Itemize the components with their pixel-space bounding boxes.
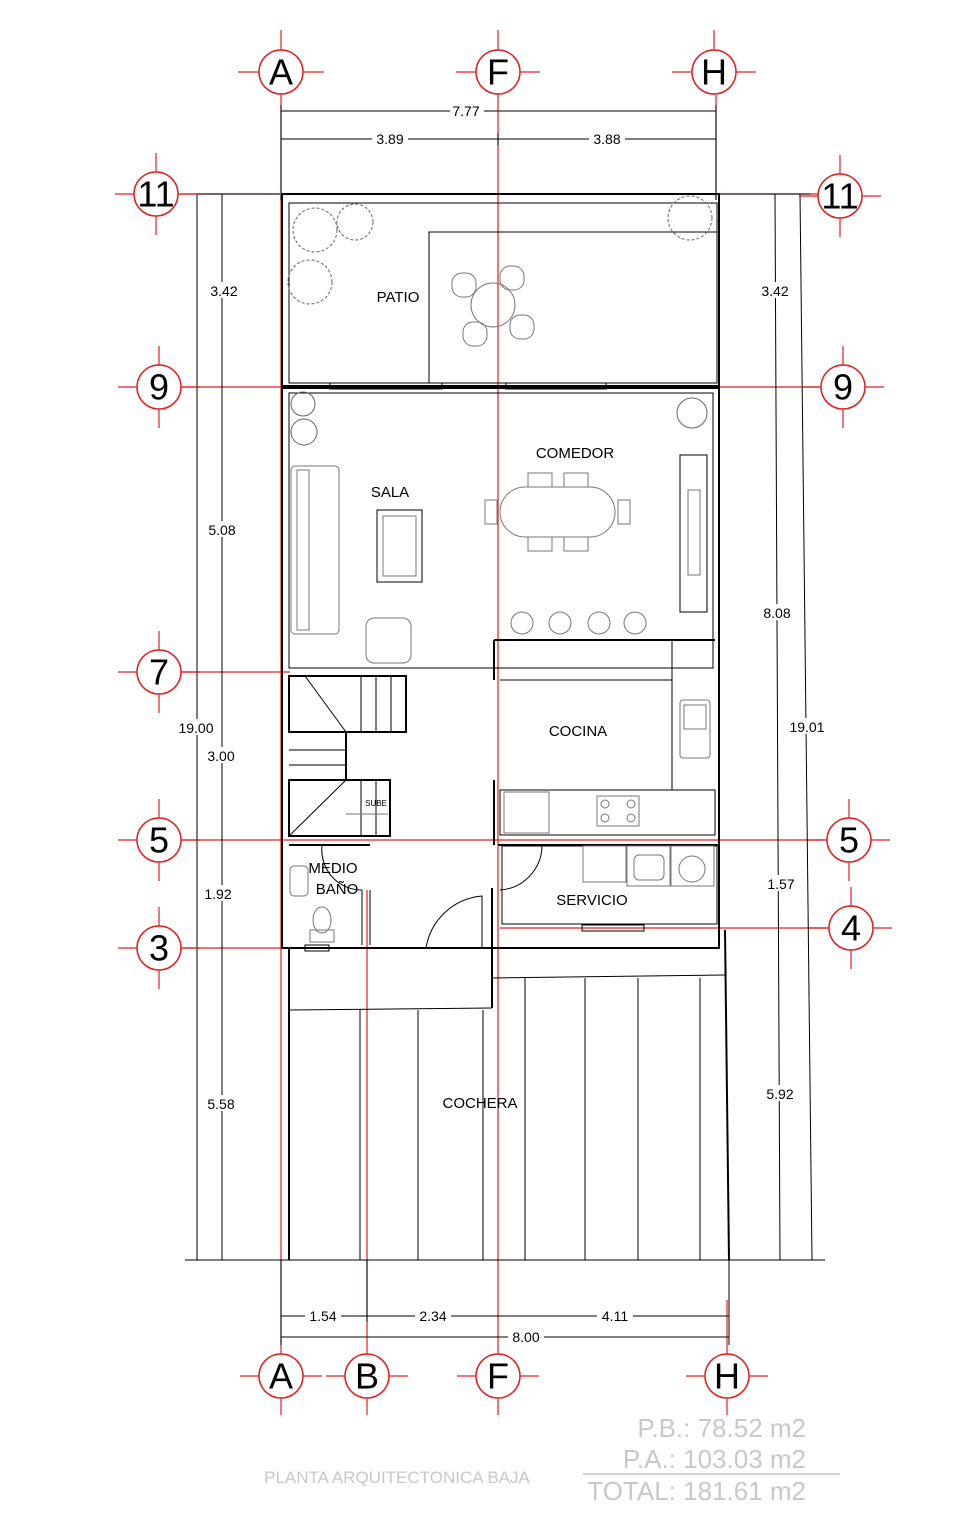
room-label-comedor: COMEDOR	[536, 445, 615, 462]
dim-top-left: 3.89	[376, 131, 403, 147]
dim-left: 5.58	[207, 1096, 234, 1112]
axis-bubble-bottom: B	[326, 1353, 408, 1415]
svg-text:11: 11	[821, 176, 858, 217]
dim-bottom: 4.11	[602, 1308, 628, 1324]
axis-bubble-bottom: A	[240, 1353, 322, 1415]
svg-text:B: B	[355, 1356, 379, 1397]
svg-text:5: 5	[839, 820, 859, 861]
axis-bubble-top: A	[238, 30, 324, 95]
axis-bubble-top: F	[456, 30, 540, 95]
svg-text:3: 3	[149, 928, 169, 969]
svg-text:A: A	[269, 1356, 293, 1397]
dim-right: 3.42	[761, 283, 788, 299]
toilet	[309, 906, 335, 943]
armchair	[365, 617, 412, 664]
dim-left-total: 19.00	[178, 720, 213, 736]
area-pb: P.B.: 78.52 m2	[637, 1413, 806, 1443]
dimension-labels: 7.77 3.89 3.88 3.42 5.08 3.00 1.92 5.58 …	[175, 102, 828, 1345]
dim-left: 1.92	[204, 886, 231, 902]
drawing-title: PLANTA ARQUITECTONICA BAJA	[264, 1468, 530, 1487]
lavatory	[289, 865, 309, 897]
axis-bubble-right: 4	[810, 887, 892, 969]
room-label-patio: PATIO	[377, 289, 420, 306]
room-label-sala: SALA	[371, 484, 409, 501]
walls	[281, 193, 730, 1261]
axis-bubbles: A F H A B F H 11 9 7 5 3 11 9 5 4	[115, 30, 892, 1415]
axis-bubble-left: 11	[115, 153, 198, 235]
kitchen-sink	[679, 699, 711, 759]
dim-right: 8.08	[763, 605, 790, 621]
room-label-medio: MEDIO	[308, 860, 357, 877]
svg-text:9: 9	[149, 367, 169, 408]
sideboard	[679, 454, 708, 613]
dim-top-total: 7.77	[452, 103, 479, 119]
svg-text:F: F	[487, 52, 509, 93]
svg-text:F: F	[487, 1356, 509, 1397]
dim-left: 3.00	[207, 748, 234, 764]
furniture	[287, 195, 715, 943]
dim-bottom-total: 8.00	[512, 1329, 539, 1345]
axis-bubble-right: 5	[808, 799, 890, 881]
axis-bubble-top: H	[672, 30, 756, 95]
svg-text:A: A	[269, 52, 293, 93]
svg-text:9: 9	[833, 367, 853, 408]
dim-bottom: 2.34	[419, 1308, 446, 1324]
axis-bubble-bottom: H	[686, 1353, 768, 1415]
axis-bubble-bottom: F	[457, 1353, 539, 1415]
dim-right: 5.92	[766, 1086, 793, 1102]
laundry	[582, 845, 715, 887]
dim-right: 1.57	[767, 876, 794, 892]
grid-lines	[180, 95, 828, 1355]
svg-text:H: H	[714, 1356, 740, 1397]
room-label-cocina: COCINA	[549, 723, 607, 740]
room-label-bano: BAÑO	[316, 881, 359, 898]
dim-top-right: 3.88	[593, 131, 620, 147]
axis-bubble-right: 11	[799, 155, 881, 237]
svg-text:5: 5	[149, 820, 169, 861]
axis-bubble-left: 5	[118, 799, 200, 881]
stove	[596, 795, 640, 827]
bar-stools	[510, 611, 647, 635]
dim-right-total: 19.01	[789, 719, 824, 735]
axis-bubble-right: 9	[802, 346, 884, 428]
stairs-label: SUBE	[365, 799, 387, 808]
svg-text:7: 7	[149, 652, 169, 693]
room-label-servicio: SERVICIO	[556, 892, 627, 909]
plants	[287, 195, 713, 446]
patio-table	[451, 265, 535, 347]
area-total: TOTAL: 181.61 m2	[587, 1476, 806, 1506]
dim-bottom: 1.54	[309, 1308, 336, 1324]
axis-bubble-left: 9	[118, 346, 200, 428]
sofa	[290, 465, 340, 635]
oven	[503, 791, 550, 834]
axis-bubble-left: 7	[118, 631, 200, 713]
dim-left: 3.42	[210, 283, 237, 299]
dim-left: 5.08	[208, 522, 235, 538]
axis-bubble-left: 3	[118, 907, 200, 989]
room-label-cochera: COCHERA	[442, 1095, 517, 1112]
svg-text:H: H	[701, 52, 727, 93]
dining-table	[484, 472, 631, 552]
svg-text:11: 11	[137, 174, 174, 215]
area-pa: P.A.: 103.03 m2	[623, 1444, 806, 1474]
svg-text:4: 4	[841, 908, 861, 949]
rug	[376, 509, 423, 583]
